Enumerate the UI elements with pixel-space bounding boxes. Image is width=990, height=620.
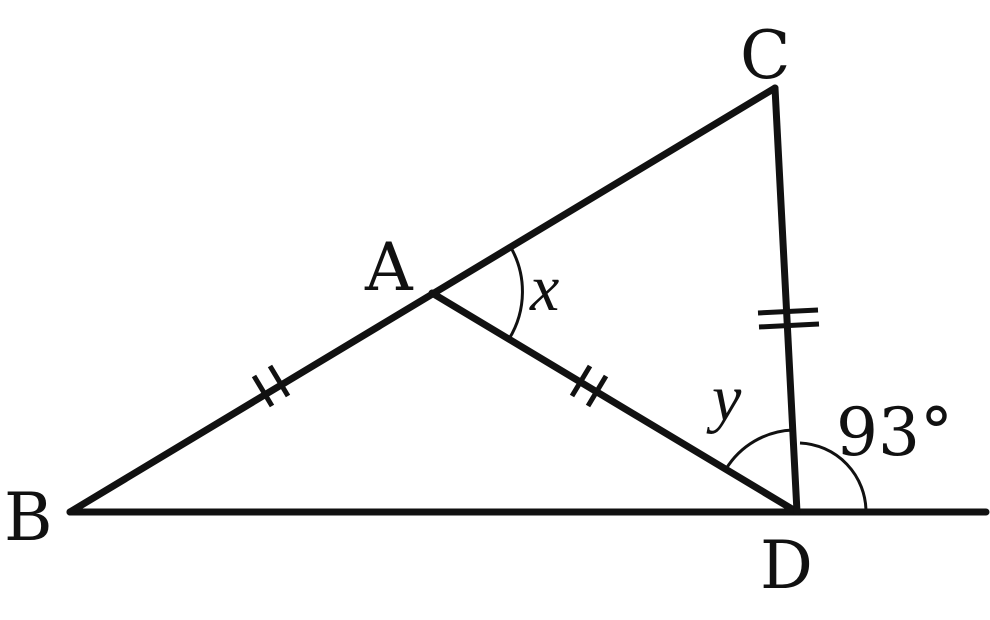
label-c: C bbox=[740, 17, 791, 94]
segment-cd bbox=[771, 84, 801, 516]
label-b: B bbox=[4, 479, 53, 556]
angle-93-arc bbox=[799, 441, 868, 513]
segment-ad bbox=[428, 289, 801, 516]
label-angle-93: 93° bbox=[836, 394, 953, 471]
label-angle-y: y bbox=[706, 362, 742, 435]
tick-marks-cd bbox=[757, 307, 820, 330]
tick-marks-ba bbox=[251, 364, 291, 408]
tick-marks-ad bbox=[569, 364, 609, 408]
label-angle-x: x bbox=[529, 252, 559, 325]
label-d: D bbox=[760, 527, 813, 604]
angle-y-arc bbox=[724, 428, 794, 470]
segment-bc bbox=[66, 84, 779, 516]
label-a: A bbox=[364, 229, 414, 306]
angle-x-arc bbox=[507, 245, 524, 340]
